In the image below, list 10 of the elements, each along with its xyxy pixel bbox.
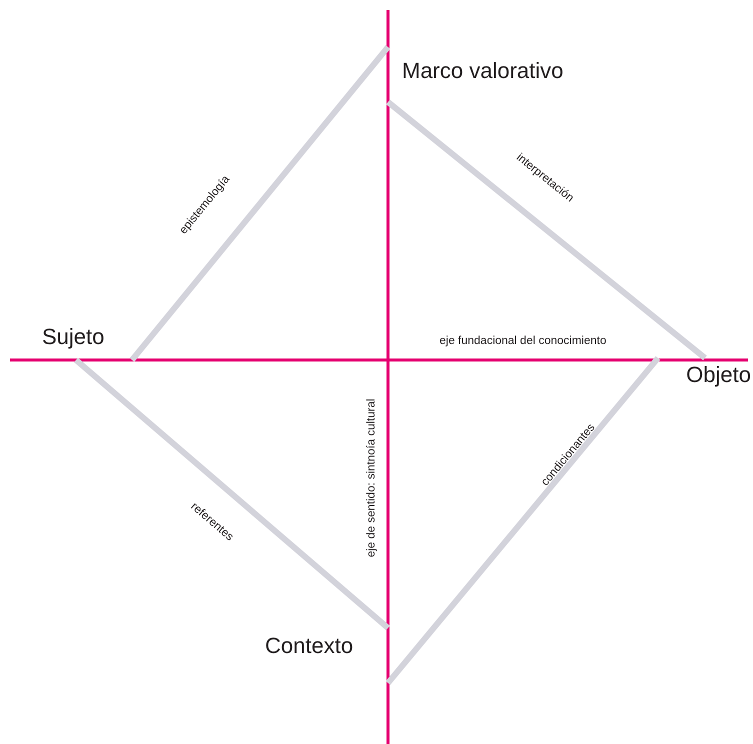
connector-line [386, 100, 707, 360]
connector-line [130, 45, 390, 362]
node-label: Contexto [265, 633, 354, 659]
axis-label: eje fundacional del conocimiento [440, 335, 606, 347]
connector-line [386, 356, 660, 685]
axis-label: eje de sentido: sintnoía cultural [364, 398, 377, 558]
node-label: Objeto [686, 362, 751, 388]
node-label: Marco valorativo [402, 58, 564, 84]
connector-line [74, 358, 390, 630]
node-label: Sujeto [42, 324, 104, 350]
